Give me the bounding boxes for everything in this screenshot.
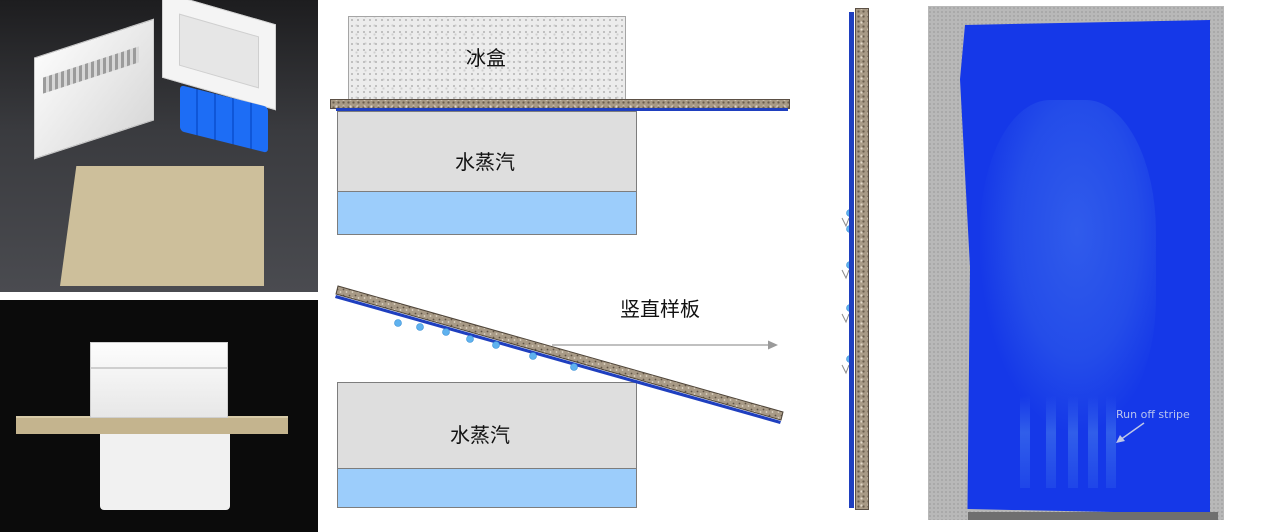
steam-label-bottom: 水蒸汽 [450, 423, 510, 447]
ice-box-label: 冰盒 [466, 46, 506, 70]
test-board [60, 166, 264, 286]
run-off-streak [1106, 396, 1116, 488]
vertical-panel-label: 竖直样板 [620, 297, 700, 321]
annotation-arrow [1116, 422, 1145, 443]
test-panel-photo: Run off stripe [928, 6, 1224, 520]
condensation-area [980, 100, 1156, 430]
tilted-droplets [394, 319, 578, 371]
run-off-streak [1020, 396, 1030, 488]
tilted-board [335, 285, 784, 421]
run-off-streak [1046, 396, 1056, 488]
water-top [338, 191, 636, 234]
steam-box-bottom [337, 382, 637, 508]
run-off-streak [1088, 396, 1098, 488]
run-off-streak [1068, 396, 1078, 488]
equipment-photo [0, 0, 318, 292]
run-off-stripe-caption: Run off stripe [1116, 408, 1190, 421]
horizontal-coating [336, 108, 788, 111]
vertical-board [855, 8, 869, 510]
transition-arrow-head [768, 340, 778, 350]
steam-label-top: 水蒸汽 [455, 150, 515, 174]
foam-ice-box [90, 342, 228, 418]
vertical-coating [849, 12, 854, 508]
run-off-marks [841, 217, 850, 375]
assembled-setup-photo [0, 300, 318, 532]
steam-box-top [337, 111, 637, 235]
steam-container [100, 424, 230, 510]
water-bottom [338, 468, 636, 507]
tilted-coating [335, 295, 781, 424]
ice-box [348, 16, 626, 102]
panel-base [968, 512, 1218, 520]
